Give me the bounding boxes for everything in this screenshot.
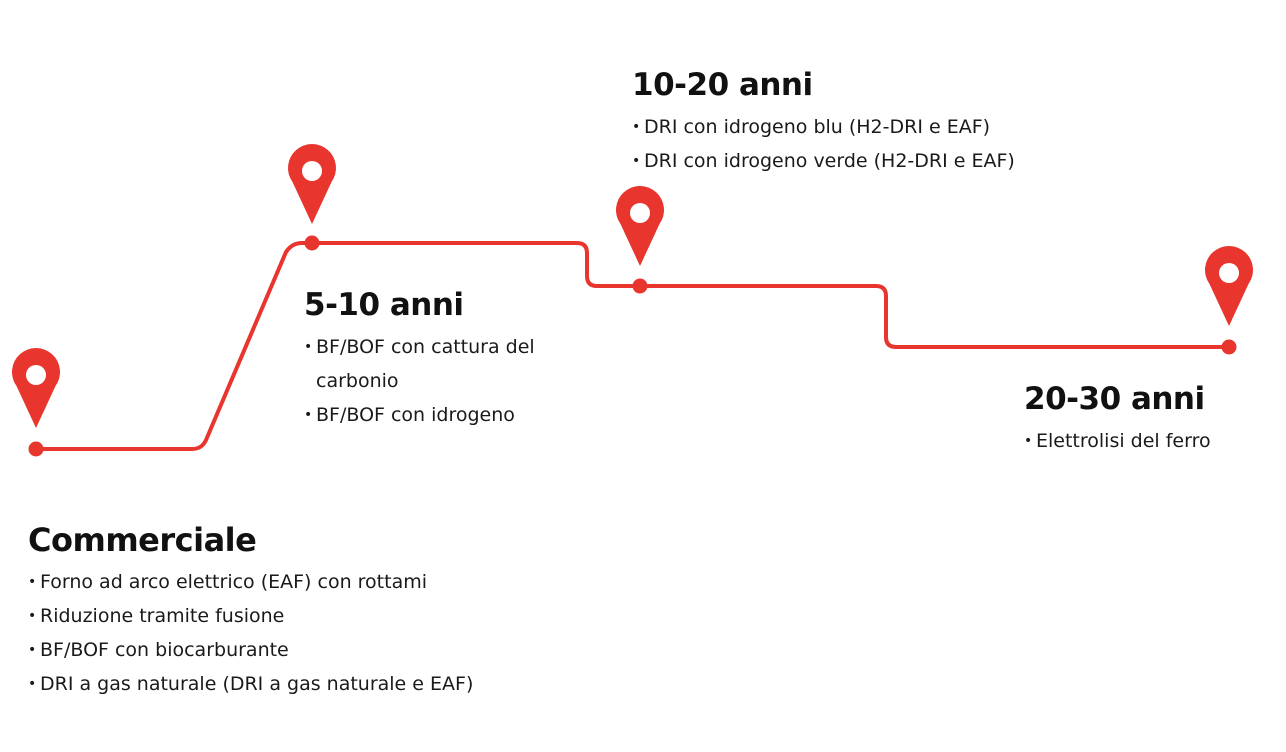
- map-pin-icon: [616, 186, 664, 266]
- stage-20-30-anni: 20-30 anni Elettrolisi del ferro: [1024, 381, 1211, 458]
- stage-item: Elettrolisi del ferro: [1024, 424, 1211, 458]
- stage-10-20-anni: 10-20 anni DRI con idrogeno blu (H2-DRI …: [632, 67, 1015, 178]
- stage-item: DRI con idrogeno verde (H2-DRI e EAF): [632, 144, 1015, 178]
- stage-title: 10-20 anni: [632, 67, 813, 103]
- stage-item: BF/BOF con biocarburante: [28, 633, 473, 667]
- map-pin-icon: [1205, 246, 1253, 326]
- milestone-dot-20-30: [1221, 339, 1237, 355]
- stage-item: Forno ad arco elettrico (EAF) con rottam…: [28, 565, 473, 599]
- stage-title: 20-30 anni: [1024, 381, 1205, 417]
- milestone-dot-5-10: [304, 235, 320, 251]
- stage-item: DRI con idrogeno blu (H2-DRI e EAF): [632, 110, 1015, 144]
- stage-item: Riduzione tramite fusione: [28, 599, 473, 633]
- stage-item: BF/BOF con cattura del carbonio: [304, 330, 566, 398]
- stage-item-list: Forno ad arco elettrico (EAF) con rottam…: [28, 565, 473, 701]
- stage-title: 5-10 anni: [304, 287, 464, 323]
- stage-item-list: Elettrolisi del ferro: [1024, 424, 1211, 458]
- stage-item-list: BF/BOF con cattura del carbonio BF/BOF c…: [304, 330, 566, 432]
- stage-item-list: DRI con idrogeno blu (H2-DRI e EAF) DRI …: [632, 110, 1015, 178]
- map-pin-icon: [288, 144, 336, 224]
- map-pin-icon: [12, 348, 61, 428]
- stage-5-10-anni: 5-10 anni BF/BOF con cattura del carboni…: [304, 287, 566, 432]
- stage-item: BF/BOF con idrogeno: [304, 398, 566, 432]
- stage-commerciale: Commerciale Forno ad arco elettrico (EAF…: [28, 522, 473, 701]
- stage-title: Commerciale: [28, 521, 257, 559]
- stage-item: DRI a gas naturale (DRI a gas naturale e…: [28, 667, 473, 701]
- milestone-dot-commerciale: [28, 441, 44, 457]
- milestone-dot-10-20: [632, 278, 648, 294]
- timeline-path: [34, 241, 1231, 451]
